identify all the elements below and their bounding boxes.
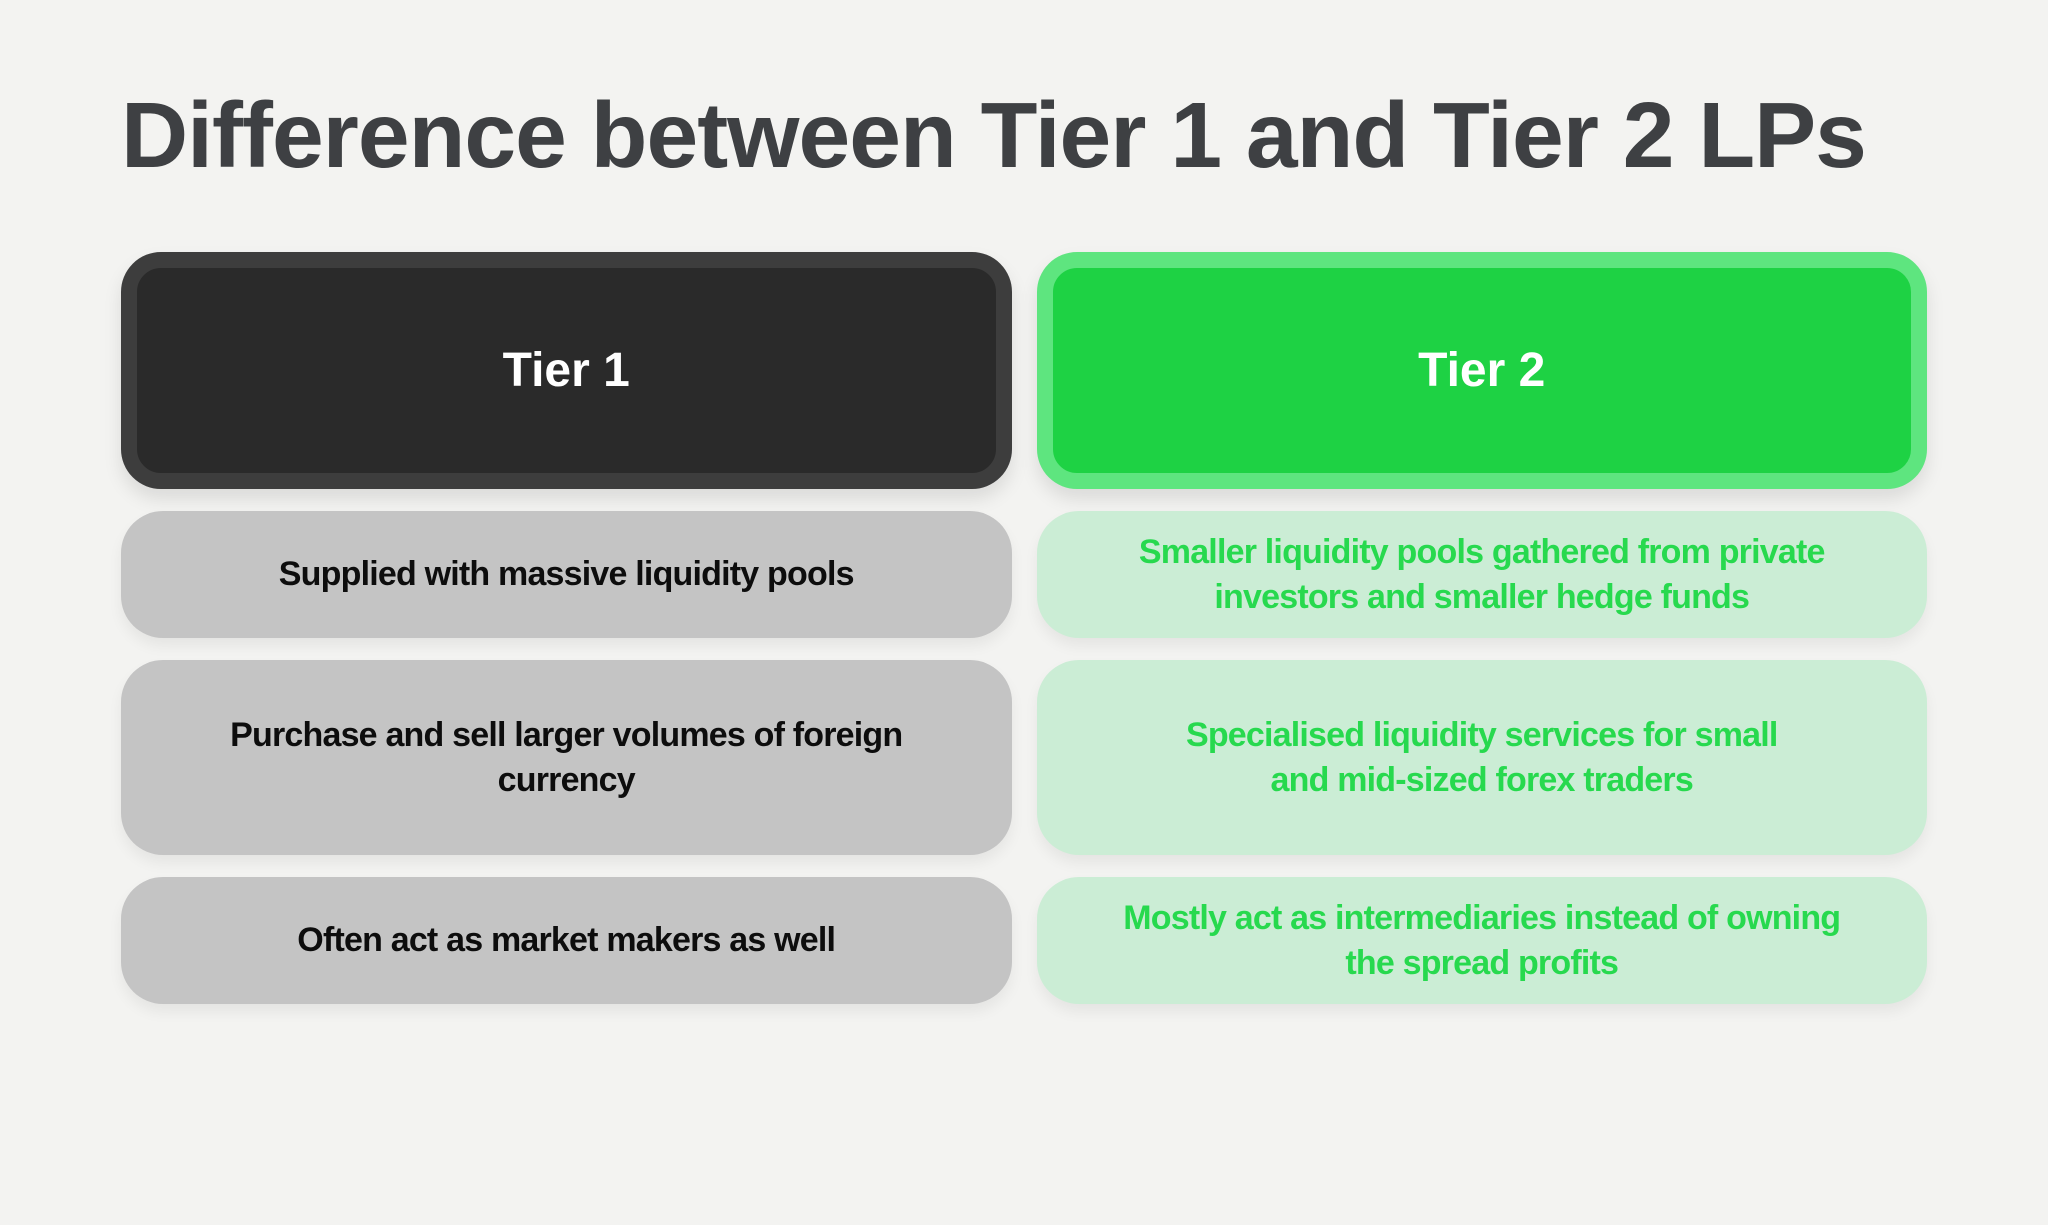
- tier2-header-label: Tier 2: [1418, 344, 1546, 398]
- row-text-line: Often act as market makers as well: [297, 921, 836, 960]
- row-text-line: investors and smaller hedge funds: [1214, 577, 1750, 616]
- tier1-row-volumes: Purchase and sell larger volumes of fore…: [121, 660, 1012, 856]
- page-title: Difference between Tier 1 and Tier 2 LPs: [121, 83, 1867, 187]
- tier2-header-card: Tier 2: [1036, 252, 1927, 490]
- row-text-line: Supplied with massive liquidity pools: [278, 555, 855, 594]
- row-text-line: Mostly act as intermediaries instead of …: [1123, 898, 1841, 937]
- infographic-canvas: Difference between Tier 1 and Tier 2 LPs…: [0, 84, 2048, 1225]
- tier1-row-liquidity: Supplied with massive liquidity pools: [121, 511, 1012, 639]
- tier2-row-intermediaries: Mostly act as intermediaries instead of …: [1036, 877, 1927, 1005]
- tier1-header-card: Tier 1: [121, 252, 1012, 490]
- row-text-line: and mid-sized forex traders: [1270, 760, 1694, 799]
- row-text-line: the spread profits: [1345, 943, 1619, 982]
- tier2-row-services: Specialised liquidity services for small…: [1036, 660, 1927, 856]
- row-text-line: Smaller liquidity pools gathered from pr…: [1138, 532, 1826, 571]
- row-text-line: Purchase and sell larger volumes of fore…: [230, 715, 903, 799]
- row-text-line: Specialised liquidity services for small: [1185, 715, 1778, 754]
- tier2-row-liquidity: Smaller liquidity pools gathered from pr…: [1036, 511, 1927, 639]
- comparison-grid: Tier 1 Tier 2 Supplied with massive liqu…: [121, 252, 1927, 1005]
- tier1-header-label: Tier 1: [502, 344, 630, 398]
- tier1-row-market-makers: Often act as market makers as well: [121, 877, 1012, 1005]
